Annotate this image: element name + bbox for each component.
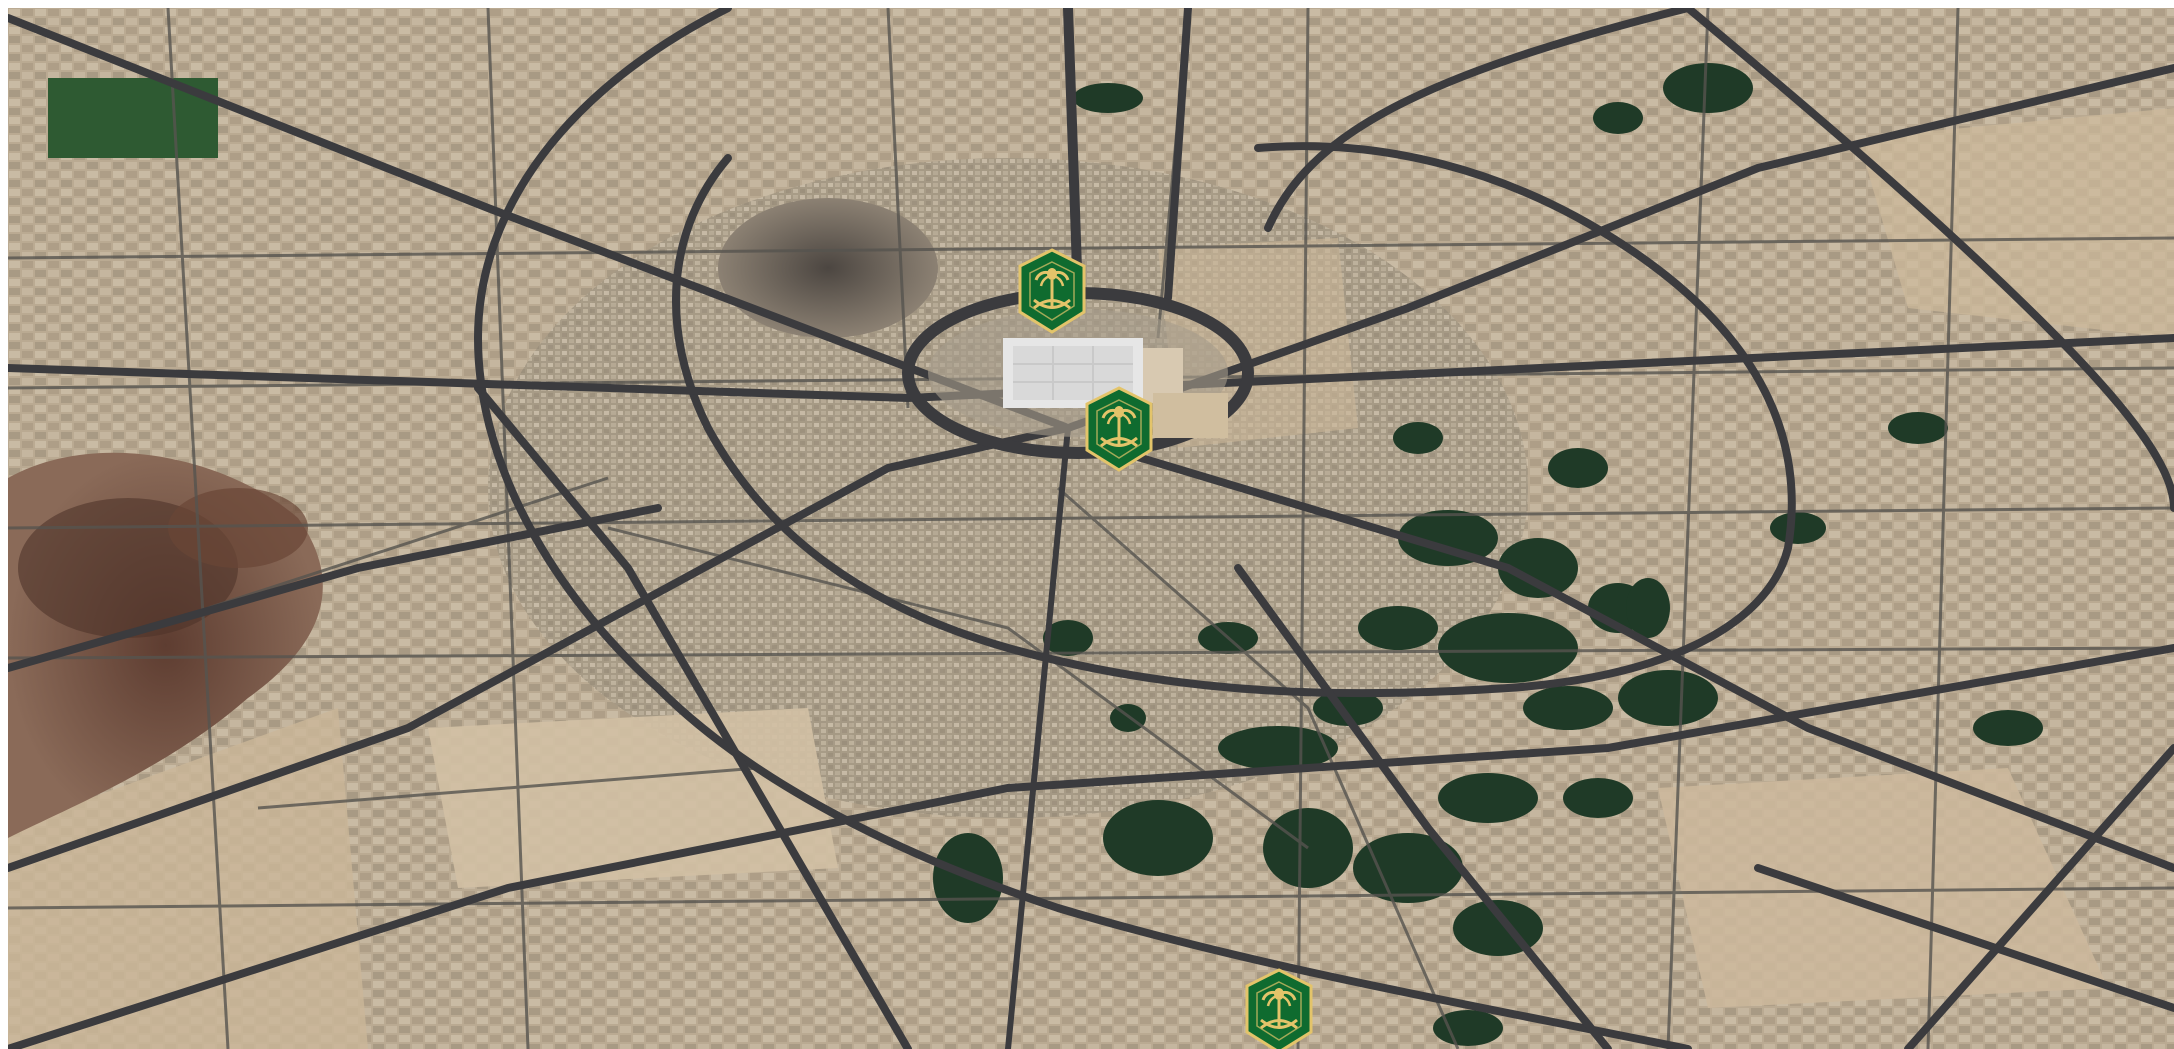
saudi-emblem-icon	[1085, 386, 1153, 472]
saudi-emblem-marker-2[interactable]	[1083, 386, 1155, 472]
saudi-emblem-marker-3[interactable]	[1243, 968, 1315, 1049]
map-view[interactable]	[8, 8, 2174, 1049]
vegetation	[48, 63, 2043, 1046]
minor-roads	[8, 8, 2174, 1049]
major-roads	[8, 8, 2174, 1049]
satellite-map[interactable]	[8, 8, 2174, 1049]
saudi-emblem-icon	[1018, 248, 1086, 334]
saudi-emblem-icon	[1245, 968, 1313, 1049]
hill-north	[718, 198, 938, 338]
saudi-emblem-marker-1[interactable]	[1016, 248, 1088, 334]
